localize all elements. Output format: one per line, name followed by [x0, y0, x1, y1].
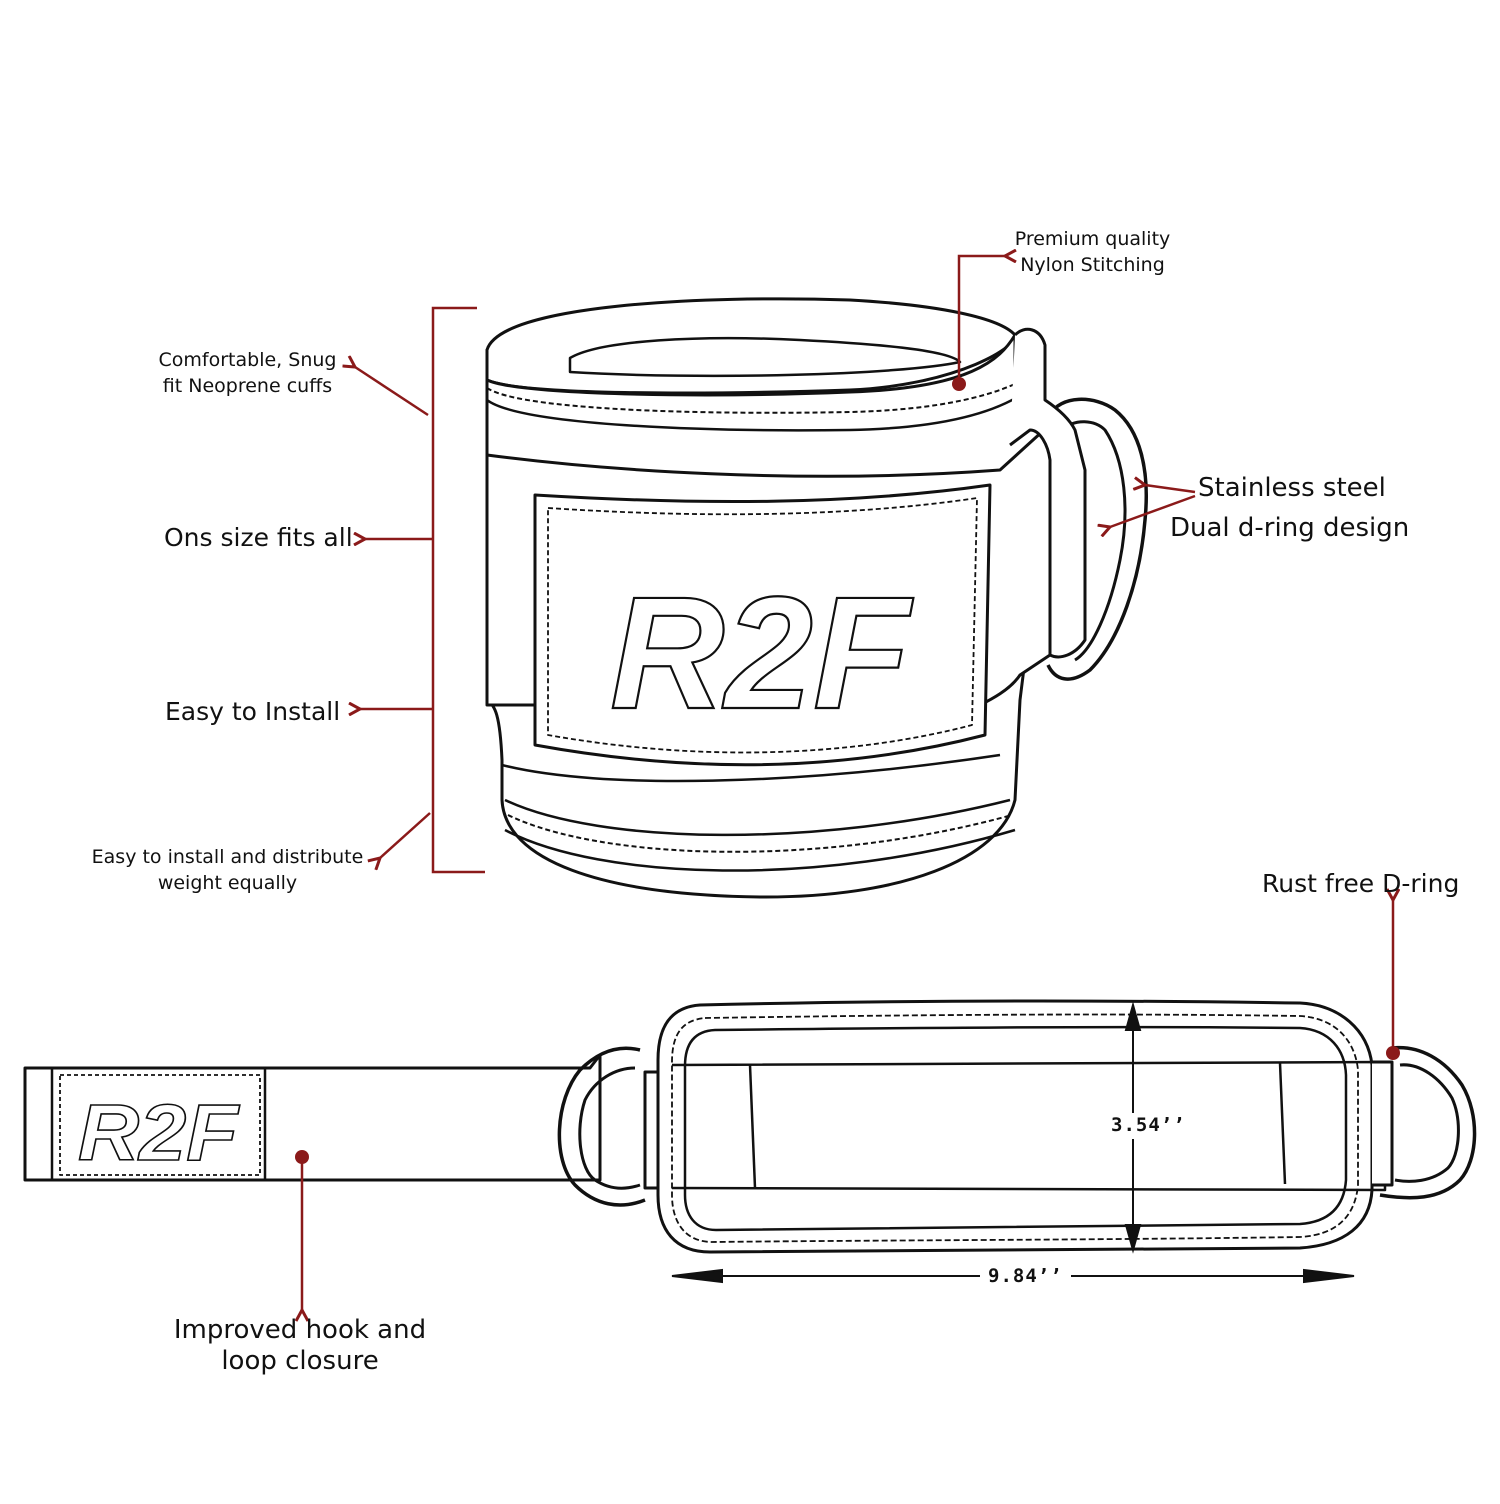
label-neoprene-line2: fit Neoprene cuffs — [162, 374, 333, 397]
strap-pad — [656, 999, 1374, 1254]
label-steel-line1: Stainless steel — [1198, 473, 1386, 503]
label-distribute-line1: Easy to install and distribute — [91, 846, 364, 868]
label-closure-line2: loop closure — [221, 1346, 379, 1377]
cuff-logo-patch — [533, 483, 992, 767]
label-rust: Rust free D-ring — [1262, 869, 1460, 898]
label-neoprene-line1: Comfortable, Snug — [158, 349, 337, 371]
label-size: Ons size fits all — [164, 523, 353, 552]
label-install: Easy to Install — [165, 697, 341, 726]
callout-lines — [302, 256, 1393, 1310]
label-stitching-line1: Premium quality — [1014, 228, 1171, 250]
label-steel: Stainless steel Dual d-ring design — [1170, 471, 1409, 546]
label-distribute: Easy to install and distribute weight eq… — [80, 845, 375, 896]
cuff-logo-text: R2F — [610, 563, 914, 742]
flat-strap-drawing — [23, 999, 1477, 1254]
strap-logo-text: R2F — [78, 1088, 240, 1177]
height-dimension-label: 3.54’’ — [1107, 1113, 1190, 1139]
ankle-cuff-drawing — [485, 297, 1148, 899]
label-stitching: Premium quality Nylon Stitching — [1000, 227, 1185, 278]
label-closure-line1: Improved hook and — [173, 1315, 427, 1345]
left-d-ring — [557, 1046, 646, 1207]
size-bracket — [431, 306, 485, 874]
right-d-ring — [1379, 1045, 1477, 1200]
label-distribute-line2: weight equally — [157, 871, 298, 894]
label-stitching-line2: Nylon Stitching — [1020, 253, 1165, 276]
label-neoprene: Comfortable, Snug fit Neoprene cuffs — [140, 348, 355, 399]
cuff-d-ring — [1046, 397, 1148, 681]
label-closure: Improved hook and loop closure — [150, 1315, 450, 1377]
label-steel-line2: Dual d-ring design — [1170, 513, 1410, 544]
width-dimension-label: 9.84’’ — [980, 1264, 1071, 1290]
strap-logo-patch — [59, 1074, 261, 1176]
cuff-inner-opening — [568, 336, 962, 378]
callout-dots — [295, 377, 1400, 1164]
strap-tail — [23, 1053, 602, 1182]
